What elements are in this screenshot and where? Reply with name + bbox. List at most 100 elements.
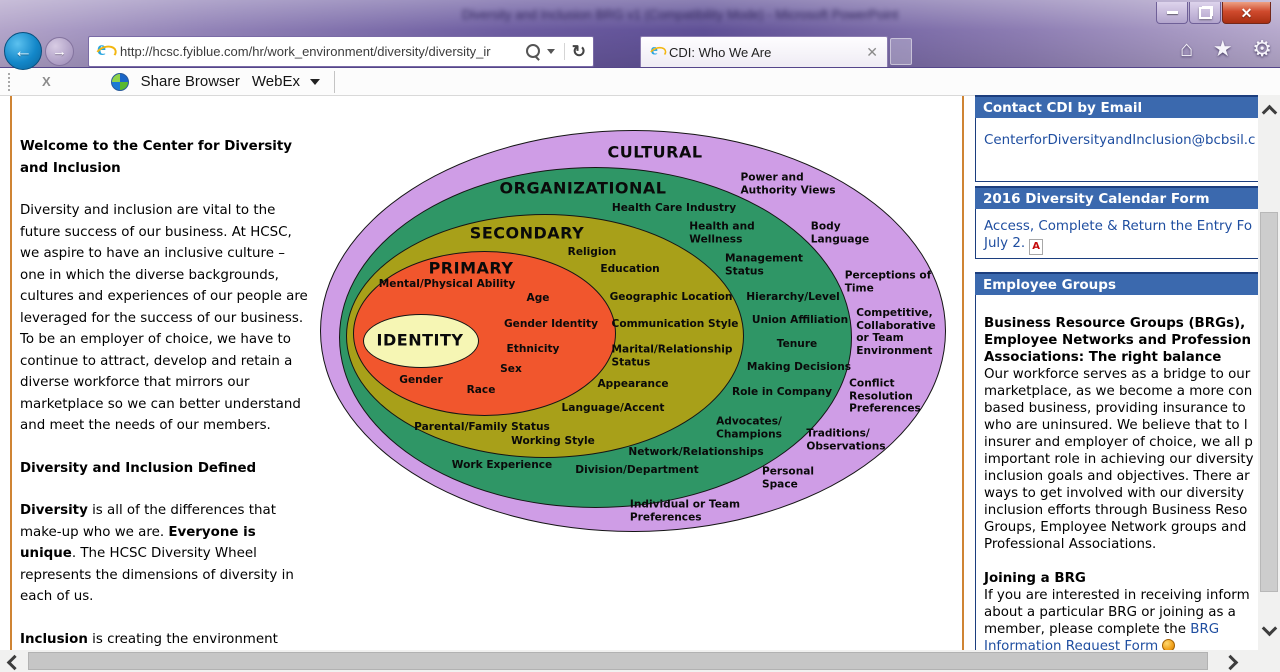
settings-gear-icon[interactable]: ⚙ — [1252, 36, 1272, 61]
webex-globe-icon — [110, 72, 129, 91]
text-segment: . The HCSC Diversity Wheel represents th… — [20, 546, 294, 604]
inclusion-definition-paragraph: Inclusion is creating the environment — [20, 629, 312, 651]
back-button[interactable]: ← — [4, 32, 42, 70]
sidebar-text-line: Groups, Employee Network groups and — [976, 519, 1279, 536]
intro-paragraph: Diversity and inclusion are vital to the… — [20, 203, 308, 433]
minimize-icon — [1166, 11, 1178, 14]
sidebar-text-line: Associations: The right balance — [976, 349, 1279, 366]
text-segment: Our workforce serves as a bridge to our — [984, 367, 1251, 382]
wheel-label: Religion — [567, 245, 617, 258]
tab-close-icon[interactable]: ✕ — [866, 44, 878, 60]
scroll-up-icon[interactable] — [1261, 104, 1278, 121]
text-segment: important role in achieving our diversit… — [984, 452, 1254, 467]
webex-label[interactable]: WebEx — [251, 73, 300, 90]
link[interactable]: July 2. — [984, 236, 1026, 251]
wheel-label: Making Decisions — [746, 360, 852, 373]
window-title: Diversity and Inclusion BRG v1 (Compatib… — [461, 7, 899, 22]
forward-arrow-icon: → — [52, 43, 67, 60]
tab-cdi-who-we-are[interactable]: CDI: Who We Are ✕ — [640, 36, 888, 67]
horizontal-scrollbar[interactable] — [0, 650, 1280, 672]
forward-button[interactable]: → — [45, 37, 74, 66]
intro-text-column: Welcome to the Center for Diversity and … — [20, 136, 312, 671]
url-text[interactable]: http://hcsc.fyiblue.com/hr/work_environm… — [120, 44, 491, 59]
favorites-star-icon[interactable]: ★ — [1212, 36, 1233, 61]
text-segment: Employee Networks and Profession — [984, 333, 1252, 348]
scroll-left-icon[interactable] — [6, 654, 23, 671]
welcome-heading: Welcome to the Center for Diversity and … — [20, 139, 293, 176]
text-segment: marketplace, as we become a more con — [984, 384, 1253, 399]
home-icon[interactable]: ⌂ — [1180, 36, 1194, 61]
wheel-label: Body Language — [810, 220, 870, 246]
text-segment: member, please complete the — [984, 622, 1191, 637]
sidebar-text-line: inclusion efforts through Business Reso — [976, 502, 1279, 519]
text-segment: inclusion efforts through Business Reso — [984, 503, 1248, 518]
wheel-label: Gender Identity — [503, 317, 599, 330]
wheel-label: Division/Department — [575, 463, 699, 476]
wheel-label: Work Experience — [451, 458, 553, 471]
scroll-down-icon[interactable] — [1261, 620, 1278, 637]
new-tab-button[interactable] — [890, 38, 912, 65]
webex-dropdown-icon[interactable] — [309, 78, 320, 85]
scroll-right-icon[interactable] — [1222, 654, 1239, 671]
refresh-icon[interactable]: ↻ — [563, 43, 586, 60]
text-segment: Associations: The right balance — [984, 350, 1222, 365]
text-segment: Inclusion — [20, 631, 88, 647]
text-segment: Diversity — [20, 503, 88, 518]
wheel-label: Gender — [399, 373, 443, 386]
text-segment: Everyone is unique — [20, 524, 256, 562]
vertical-scrollbar[interactable] — [1258, 95, 1280, 650]
link[interactable]: CenterforDiversityandInclusion@bcbsil.c — [984, 133, 1256, 148]
wheel-label: CULTURAL — [607, 142, 703, 162]
sidebar-text-line: insurer and employer of choice, we all p — [976, 434, 1279, 451]
text-segment: about a particular BRG or joining as a — [984, 605, 1236, 620]
share-browser-label[interactable]: Share Browser — [140, 73, 240, 90]
tab-title: CDI: Who We Are — [669, 44, 772, 60]
wheel-label: Communication Style — [611, 317, 739, 330]
toolbar-close-button[interactable]: X — [42, 74, 51, 89]
wheel-label: Race — [466, 383, 496, 396]
panel-content: Business Resource Groups (BRGs),Employee… — [975, 295, 1280, 672]
wheel-label: Health Care Industry — [611, 201, 737, 214]
toolbar-grip[interactable] — [8, 72, 10, 91]
text-segment: inclusion goals and objectives. There ar — [984, 469, 1250, 484]
wheel-label: Personal Space — [761, 465, 815, 491]
text-segment: ways to get involved with our diversity — [984, 486, 1245, 501]
text-segment: If you are interested in receiving infor… — [984, 588, 1250, 603]
search-icon[interactable] — [525, 43, 540, 58]
text-segment: Joining a BRG — [984, 571, 1086, 586]
wheel-label: Sex — [500, 362, 522, 375]
wheel-label: PRIMARY — [428, 258, 514, 278]
horizontal-scroll-thumb[interactable] — [28, 652, 1208, 670]
wheel-label: Network/Relationships — [628, 445, 764, 458]
minimize-button[interactable] — [1156, 2, 1188, 24]
sidebar-text-line: based business, providing insurance to — [976, 400, 1279, 417]
sidebar-text-line: Our workforce serves as a bridge to our — [976, 366, 1279, 383]
panel-content: Access, Complete & Return the Entry Fo Ju… — [975, 209, 1280, 259]
panel-header: 2016 Diversity Calendar Form — [975, 186, 1280, 209]
wheel-label: Conflict Resolution Preferences — [849, 377, 921, 415]
text-segment: is creating the environment — [87, 631, 278, 647]
address-bar[interactable]: http://hcsc.fyiblue.com/hr/work_environm… — [88, 36, 594, 67]
link[interactable]: BRG — [1190, 622, 1220, 637]
sidebar-text-line: inclusion goals and objectives. There ar — [976, 468, 1279, 485]
text-segment: insurer and employer of choice, we all p — [984, 435, 1253, 450]
wheel-label: Age — [526, 291, 550, 304]
sidebar-text-line: Joining a BRG — [976, 570, 1279, 587]
close-window-button[interactable]: ✕ — [1222, 2, 1271, 24]
panel-header: Employee Groups — [975, 272, 1280, 295]
restore-button[interactable] — [1189, 2, 1221, 24]
address-dropdown-icon[interactable] — [546, 49, 555, 54]
wheel-label: IDENTITY — [376, 330, 464, 350]
wheel-label: Union Affiliation — [751, 313, 849, 326]
sidebar-text-line: Access, Complete & Return the Entry Fo — [976, 218, 1279, 235]
text-segment: Groups, Employee Network groups and — [984, 520, 1247, 535]
defined-heading: Diversity and Inclusion Defined — [20, 460, 257, 476]
link[interactable]: Access, Complete & Return the Entry Fo — [984, 219, 1253, 234]
toolbar-separator — [333, 70, 335, 93]
pdf-icon[interactable]: A — [1029, 239, 1044, 255]
vertical-scroll-thumb[interactable] — [1260, 212, 1278, 592]
text-segment: who are uninsured. We believe that to l — [984, 418, 1248, 433]
left-column-border — [10, 95, 12, 650]
sidebar-text-line: who are uninsured. We believe that to l — [976, 417, 1279, 434]
